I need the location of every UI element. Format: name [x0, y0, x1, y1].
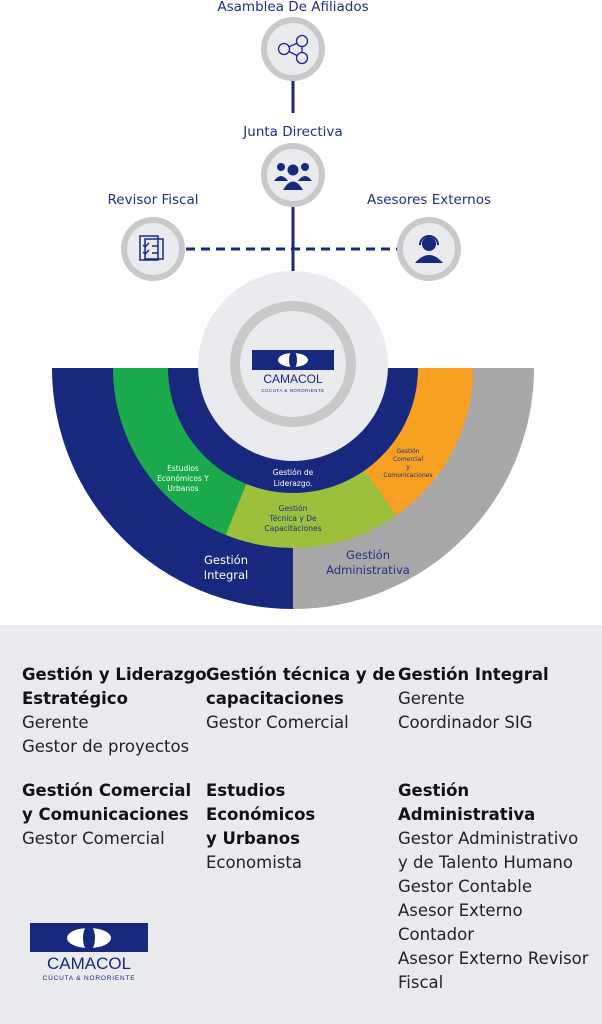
svg-text:CAMACOL: CAMACOL	[263, 372, 323, 386]
area-role: Gestor Contable	[398, 877, 532, 896]
revisor-node	[121, 217, 185, 281]
area-role: Gerente	[22, 713, 89, 732]
area-role: Gestor de proyectos	[22, 737, 190, 756]
group-people-icon	[274, 163, 312, 190]
area-role: y de Talento Humano	[398, 853, 573, 872]
area-role: Gestor Administrativo	[398, 829, 579, 848]
center-ring	[230, 301, 356, 427]
camacol-footer-logo: CAMACOL CÚCUTA & NORORIENTE	[30, 923, 148, 982]
area-title: Estudios Económicos	[206, 781, 316, 824]
areas-panel	[0, 625, 602, 1024]
camacol-logo: CAMACOL CÚCUTA & NORORIENTE	[252, 350, 334, 393]
audit-document-icon	[139, 235, 164, 261]
asamblea-label: Asamblea De Afiliados	[217, 0, 368, 15]
area-role: Asesor Externo Revisor	[398, 949, 589, 968]
area-administrativa: Gestión Administrativa Gestor Administra…	[398, 779, 598, 995]
junta-node	[261, 143, 325, 207]
area-tecnica: Gestión técnica y de capacitaciones Gest…	[206, 663, 396, 735]
area-title: Gestión Comercial	[22, 781, 192, 800]
area-title: Gestión técnica y de	[206, 665, 396, 684]
area-estudios: Estudios Económicos y Urbanos Economista	[206, 779, 396, 875]
area-liderazgo: Gestión y Liderazgo Estratégico Gerente …	[22, 663, 212, 759]
asesores-label: Asesores Externos	[367, 192, 491, 208]
svg-text:CÚCUTA & NORORIENTE: CÚCUTA & NORORIENTE	[261, 387, 324, 393]
area-title: Estratégico	[22, 689, 128, 708]
svg-text:CÚCUTA & NORORIENTE: CÚCUTA & NORORIENTE	[43, 973, 136, 982]
area-role: Gerente	[398, 689, 465, 708]
revisor-label: Revisor Fiscal	[108, 192, 199, 208]
network-people-icon	[277, 34, 309, 65]
org-chart-diagram: Asamblea De Afiliados Junta Directiva Re…	[52, 0, 534, 609]
area-role: Contador	[398, 925, 475, 944]
area-title: Gestión	[398, 781, 470, 800]
area-role: Gestor Comercial	[22, 829, 165, 848]
area-comercial: Gestión Comercial y Comunicaciones Gesto…	[22, 779, 212, 851]
area-role: Asesor Externo	[398, 901, 523, 920]
area-title: y Urbanos	[206, 829, 300, 848]
area-role: Fiscal	[398, 973, 444, 992]
area-title: Gestión Integral	[398, 665, 549, 684]
area-role: Economista	[206, 853, 302, 872]
area-title: capacitaciones	[206, 689, 344, 708]
junta-label: Junta Directiva	[242, 124, 342, 140]
area-title: Administrativa	[398, 805, 536, 824]
asesores-node	[397, 217, 461, 281]
asamblea-node	[261, 17, 325, 81]
area-role: Gestor Comercial	[206, 713, 349, 732]
area-title: Gestión y Liderazgo	[22, 665, 207, 684]
headset-support-icon	[415, 235, 443, 263]
svg-text:CAMACOL: CAMACOL	[47, 954, 131, 973]
area-role: Coordinador SIG	[398, 713, 533, 732]
area-title: y Comunicaciones	[22, 805, 189, 824]
area-integral: Gestión Integral Gerente Coordinador SIG	[398, 663, 588, 735]
